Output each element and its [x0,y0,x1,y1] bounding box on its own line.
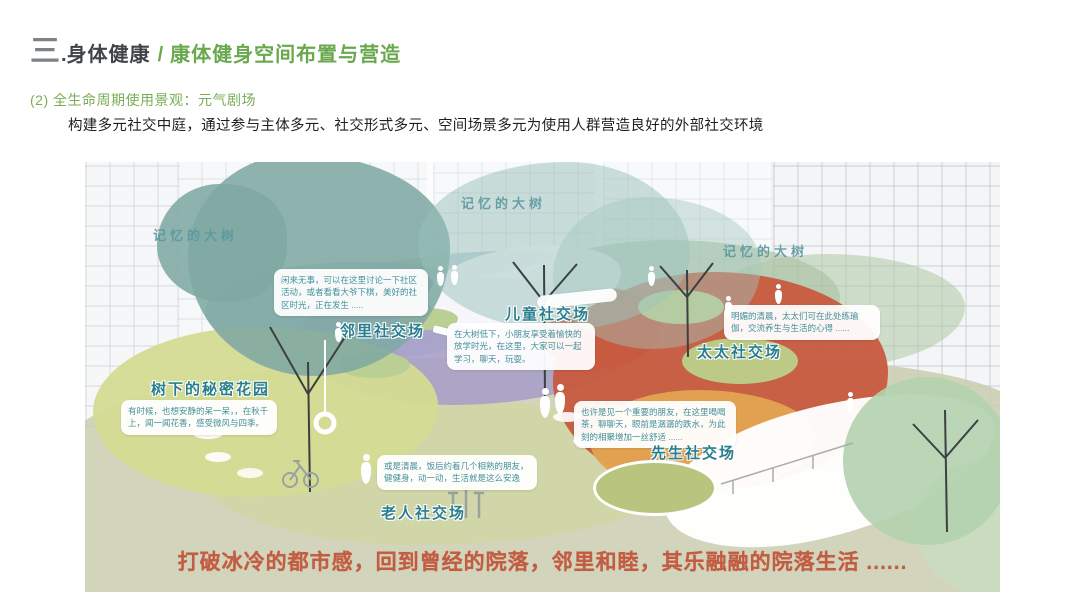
description-text: 构建多元社交中庭，通过参与主体多元、社交形式多元、空间场景多元为使用人群营造良好… [68,118,764,134]
zone-label-garden: 树下的秘密花园 [151,381,271,398]
page-title: 三 . 身体健康 / 康体健身空间布置与营造 [30,26,401,70]
planting-mound [593,460,717,516]
callout-wives: 明媚的清晨，太太们可在此处练瑜伽，交流养生与生活的心得 ...... [724,305,880,340]
tree-canopy-round-right [843,377,1000,545]
zone-label-elder: 老人社交场 [381,505,467,522]
callout-children: 在大树低下，小朋友享受着愉快的放学时光，在这里，大家可以一起学习，聊天，玩耍。 [447,323,595,370]
stepping-stone [553,412,581,422]
tree-canopy-left-lobe [157,184,287,302]
section-dot: . [61,44,67,66]
callout-garden: 有时候，也想安静的呆一呆，，在秋千上，闻一闻花香，感受微风与四季。 [121,400,277,435]
railing [720,442,854,494]
callout-neighbor: 闲来无事，可以在这里讨论一下社区活动，或者看看大爷下棋，美好的社区时光，正在发生… [274,269,428,316]
person-figure [437,266,444,286]
illustration-caption: 打破冰冷的都市感，回到曾经的院落，邻里和睦，其乐融融的院落生活 ...... [177,551,908,574]
bicycle-icon [282,460,319,488]
slide-subtitle: (2) 全生命周期使用景观：元气剧场 [30,92,256,108]
tree-label: 记忆的大树 [723,244,809,259]
title-dark-part: 身体健康 [66,44,151,66]
person-figure [361,454,371,484]
person-figure [540,388,550,418]
zone-label-men: 先生社交场 [651,445,737,462]
title-green-part: 康体健身空间布置与营造 [170,44,402,66]
masterplan-illustration: 记忆的大树 记忆的大树 记忆的大树 闲来无事，可以在这里讨论一下社区活动，或者看… [85,162,1000,592]
callout-elder: 或是清晨，饭后约着几个相熟的朋友，健健身，动一动，生活就是这么安逸 [377,455,537,490]
tree-trunk [269,261,979,533]
person-figure [847,392,854,412]
tree-label: 记忆的大树 [153,228,239,243]
tree-label: 记忆的大树 [461,196,547,211]
stepping-stone [237,468,263,478]
title-separator: / [157,44,164,66]
person-figure [335,322,342,342]
zone-label-wives: 太太社交场 [697,344,783,361]
section-number: 三 [30,35,61,68]
person-figure [451,265,458,285]
person-figure [775,284,782,304]
stepping-stone [205,452,231,462]
person-figure [648,266,655,286]
callout-men: 也许是见一个重要的朋友，在这里喝喝茶，聊聊天，眼前是潺潺的跌水，为此刻的相聚增加… [574,401,736,448]
swing-icon [313,340,337,435]
zone-label-neighbor: 邻里社交场 [340,323,426,340]
person-figure [555,384,565,414]
zone-label-children: 儿童社交场 [505,306,591,323]
planting-mound [682,338,798,384]
